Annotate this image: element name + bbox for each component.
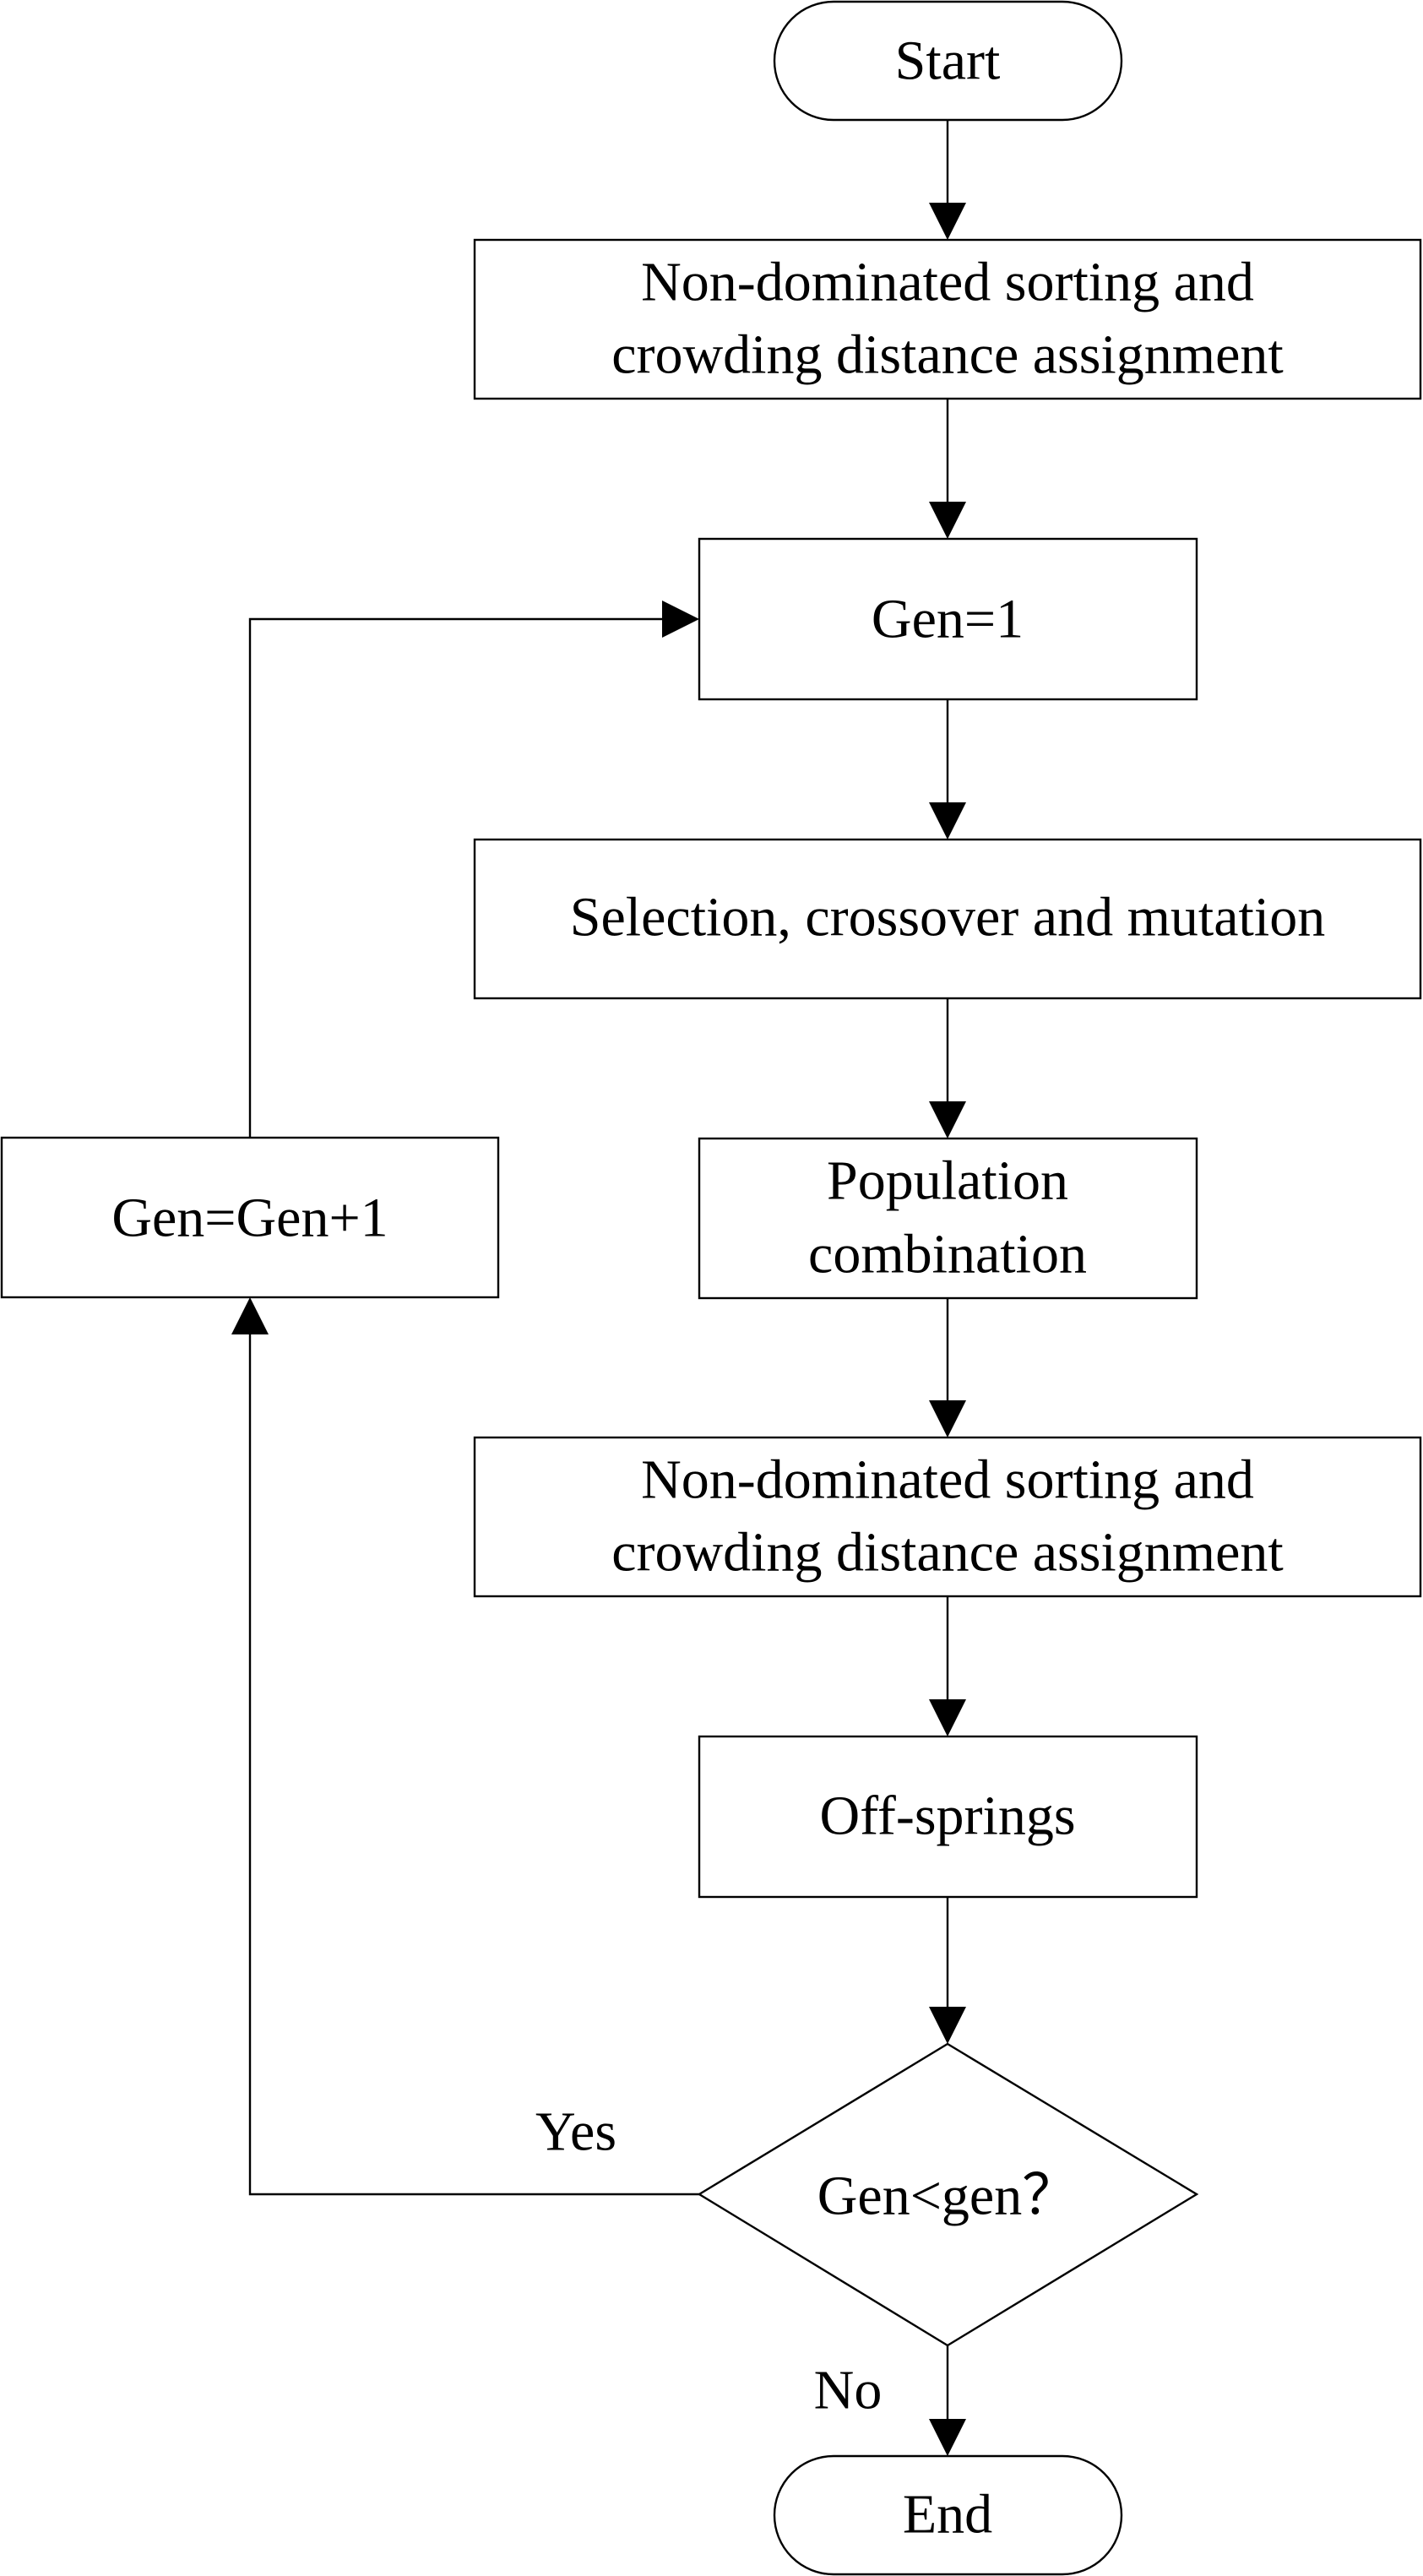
pop-combine-label-line2: combination <box>808 1224 1087 1285</box>
sort-node: Non-dominated sorting and crowding dista… <box>473 1436 1422 1598</box>
init-sort-node: Non-dominated sorting and crowding dista… <box>473 238 1422 400</box>
pop-combine-node: Population combination <box>698 1137 1198 1300</box>
edge-decision-yes-to-gen-increment <box>248 1334 699 2196</box>
arrowhead-genetic-ops <box>929 802 966 840</box>
genetic-ops-box <box>473 838 1422 1000</box>
arrowhead-pop-combine <box>929 1101 966 1139</box>
arrowhead-init-sort <box>929 203 966 240</box>
arrowhead-gen-init <box>929 502 966 539</box>
edge-gen-increment-to-gen-init <box>248 617 662 1138</box>
pop-combine-label-line1: Population <box>827 1150 1068 1212</box>
decision-label: Gen<gen？ <box>817 2166 1078 2227</box>
gen-increment-label: Gen=Gen+1 <box>111 1187 388 1249</box>
start-terminator <box>773 0 1123 122</box>
sort-box <box>473 1436 1422 1598</box>
gen-init-node: Gen=1 <box>698 537 1198 701</box>
gen-init-label: Gen=1 <box>872 589 1024 650</box>
arrowhead-end <box>929 2419 966 2456</box>
pop-combine-box <box>698 1137 1198 1300</box>
arrowhead-sort <box>929 1400 966 1437</box>
gen-init-box <box>698 537 1198 701</box>
offsprings-box <box>698 1735 1198 1899</box>
no-edge-label: No <box>814 2360 883 2421</box>
connectors <box>231 120 966 2456</box>
arrowhead-decision <box>929 2007 966 2044</box>
yes-edge-label: Yes <box>535 2101 616 2163</box>
sort-label-line1: Non-dominated sorting and <box>641 1449 1254 1511</box>
end-label: End <box>903 2484 992 2546</box>
offsprings-node: Off-springs <box>698 1735 1198 1899</box>
genetic-ops-node: Selection, crossover and mutation <box>473 838 1422 1000</box>
start-node: Start <box>773 0 1123 122</box>
start-label: Start <box>895 30 1001 92</box>
genetic-ops-label: Selection, crossover and mutation <box>570 887 1325 948</box>
init-sort-label-line2: crowding distance assignment <box>611 324 1283 386</box>
arrowhead-offsprings <box>929 1699 966 1736</box>
offsprings-label: Off-springs <box>819 1785 1075 1847</box>
init-sort-box <box>473 238 1422 400</box>
end-node: End <box>773 2454 1123 2576</box>
gen-increment-node: Gen=Gen+1 <box>0 1136 500 1299</box>
end-terminator <box>773 2454 1123 2576</box>
arrowhead-gen-increment <box>231 1297 269 1334</box>
arrowhead-gen-init-loop <box>662 601 699 638</box>
sort-label-line2: crowding distance assignment <box>611 1522 1283 1584</box>
decision-diamond <box>697 2042 1199 2347</box>
init-sort-label-line1: Non-dominated sorting and <box>641 252 1254 313</box>
gen-increment-box <box>0 1136 500 1299</box>
decision-node: Gen<gen？ <box>697 2042 1199 2347</box>
